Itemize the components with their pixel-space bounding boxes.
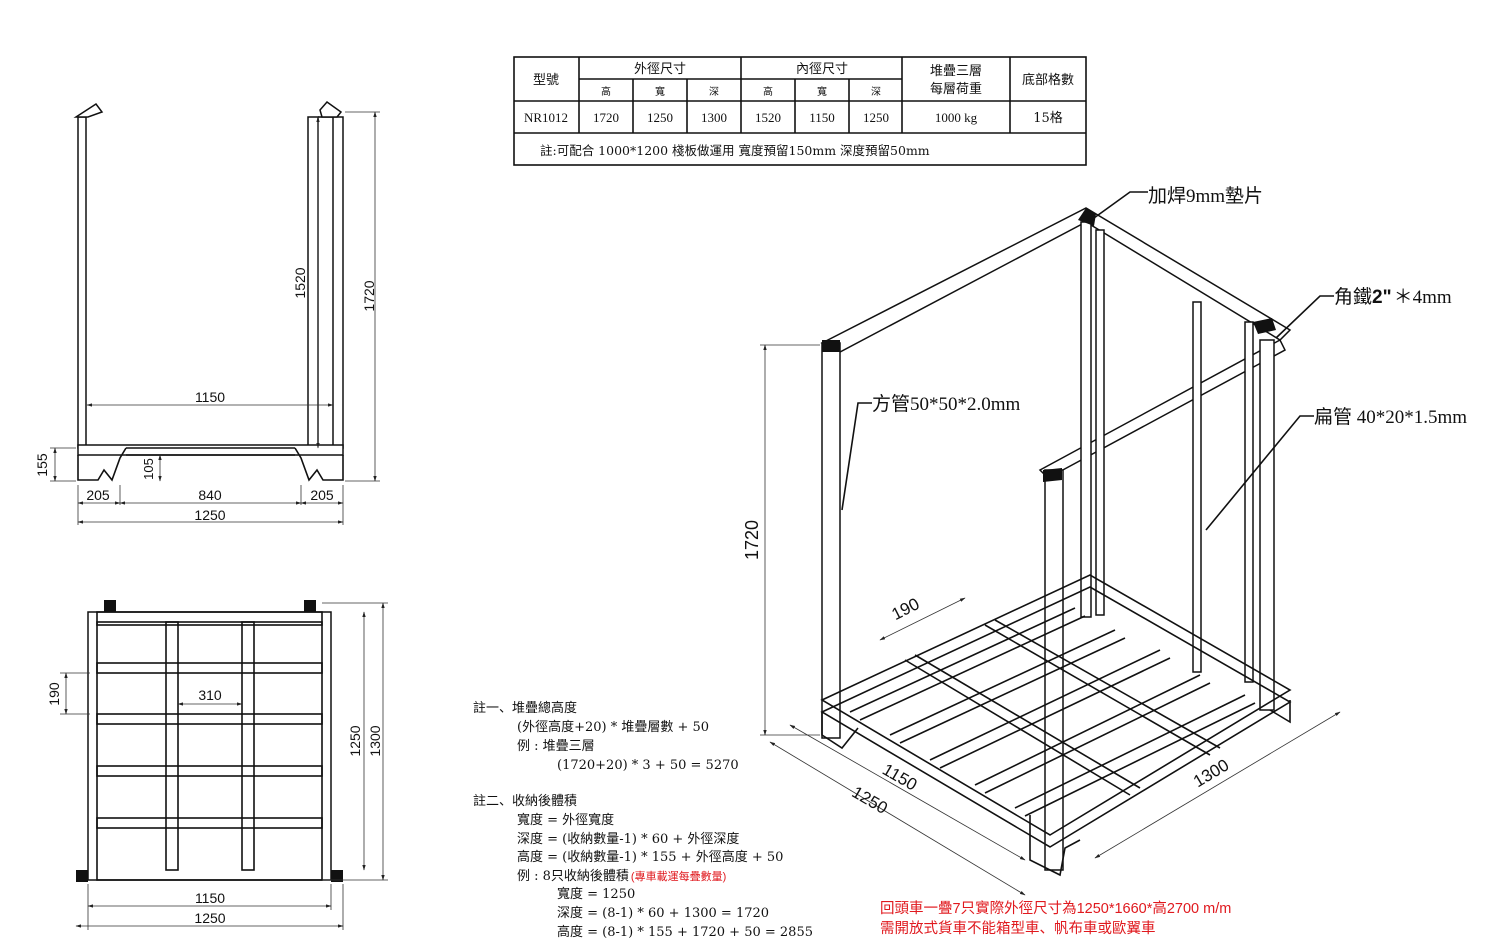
table-cell-inner-d: 1250 <box>863 110 889 125</box>
table-sub-outer-h: 高 <box>601 85 611 98</box>
front-dim-1250: 1250 <box>194 507 225 523</box>
table-sub-inner-h: 高 <box>763 85 773 98</box>
notes: 註一、堆疊總高度 (外徑高度+20) * 堆疊層數 + 50 例 : 堆疊三層 … <box>473 700 813 940</box>
spec-table: 型號 外徑尺寸 內徑尺寸 堆疊三層 每層荷重 底部格數 高 寬 深 高 寬 深 … <box>513 56 1087 166</box>
iso-dim-190: 190 <box>889 594 923 624</box>
table-header-outer: 外徑尺寸 <box>634 62 686 77</box>
note1-line1: (外徑高度+20) * 堆疊層數 + 50 <box>517 719 709 735</box>
plan-dim-310: 310 <box>198 687 222 703</box>
label-flat-tube: 扁管 40*20*1.5mm <box>1314 406 1467 428</box>
note2-line1: 寬度 = 外徑寬度 <box>517 812 614 828</box>
table-cell-inner-w: 1150 <box>809 110 835 125</box>
note2-line4: 例 : 8只收納後體積(專車載運每疊數量) <box>517 869 726 884</box>
front-dim-1520: 1520 <box>292 267 308 298</box>
iso-dim-1300: 1300 <box>1190 755 1232 791</box>
table-cell-grid: 15格 <box>1033 110 1063 126</box>
front-dim-205-left: 205 <box>86 487 110 503</box>
plan-dim-1250-v: 1250 <box>347 725 363 756</box>
front-view: 1150 1520 1720 155 105 205 840 205 1250 <box>34 100 380 525</box>
front-dim-1150: 1150 <box>195 389 225 405</box>
table-sub-outer-d: 深 <box>709 86 719 98</box>
table-header-model: 型號 <box>533 73 559 88</box>
isometric-view: 1720 190 1150 1250 1300 加焊9mm墊片 角鐵2"＊4mm… <box>742 185 1467 896</box>
table-cell-outer-h: 1720 <box>593 110 619 125</box>
table-sub-outer-w: 寬 <box>655 85 665 98</box>
plan-view: 190 310 1250 1300 1150 1250 <box>46 600 388 930</box>
label-angle-iron: 角鐵2"＊4mm <box>1334 286 1452 308</box>
table-header-load-2: 每層荷重 <box>930 81 982 97</box>
table-note: 註:可配合 1000*1200 棧板做運用 寬度預留150mm 深度預留50mm <box>540 143 930 158</box>
front-dim-155: 155 <box>34 453 50 477</box>
table-cell-inner-h: 1520 <box>755 110 781 125</box>
plan-dim-190: 190 <box>46 682 62 706</box>
table-header-inner: 內徑尺寸 <box>796 62 848 77</box>
label-weld-pad: 加焊9mm墊片 <box>1148 185 1263 207</box>
note2-title: 註二、收納後體積 <box>473 794 577 809</box>
table-cell-model: NR1012 <box>524 110 568 125</box>
label-square-tube: 方管50*50*2.0mm <box>872 393 1021 415</box>
iso-dim-1250: 1250 <box>849 783 891 818</box>
transport-notes: 回頭車一疊7只實際外徑尺寸為1250*1660*高2700 m/m 需開放式貨車… <box>880 899 1231 937</box>
front-dim-1720: 1720 <box>361 280 377 311</box>
table-cell-outer-w: 1250 <box>647 110 673 125</box>
note2-line5: 寬度 = 1250 <box>557 886 635 902</box>
transport-note-line2: 需開放式貨車不能箱型車、帆布車或歐翼車 <box>880 920 1156 937</box>
front-dim-840: 840 <box>198 487 222 503</box>
front-dim-205-right: 205 <box>310 487 334 503</box>
note1-line3: (1720+20) * 3 + 50 = 5270 <box>557 758 739 773</box>
note2-line6: 深度 = (8-1) * 60 + 1300 = 1720 <box>557 905 769 921</box>
note1-line2: 例 : 堆疊三層 <box>517 739 595 754</box>
note2-line2: 深度 = (收納數量-1) * 60 + 外徑深度 <box>517 831 739 847</box>
note1-title: 註一、堆疊總高度 <box>473 700 577 716</box>
front-dim-105: 105 <box>141 458 156 480</box>
table-header-grid: 底部格數 <box>1022 72 1074 88</box>
table-cell-outer-d: 1300 <box>701 110 727 125</box>
iso-dim-1150: 1150 <box>879 760 920 795</box>
iso-top-rail <box>820 207 1292 353</box>
iso-dim-1720: 1720 <box>742 520 762 560</box>
table-header-load-1: 堆疊三層 <box>930 64 982 79</box>
table-cell-load: 1000 kg <box>935 110 978 125</box>
table-border <box>513 56 1087 166</box>
table-sub-inner-d: 深 <box>871 86 881 98</box>
plan-dim-1150: 1150 <box>195 890 225 906</box>
transport-note-line1: 回頭車一疊7只實際外徑尺寸為1250*1660*高2700 m/m <box>880 899 1231 917</box>
note2-line7: 高度 = (8-1) * 155 + 1720 + 50 = 2855 <box>557 924 813 940</box>
note2-line3: 高度 = (收納數量-1) * 155 + 外徑高度 + 50 <box>517 849 783 865</box>
plan-dim-1300: 1300 <box>367 725 383 756</box>
plan-dim-1250-h: 1250 <box>194 910 225 926</box>
table-sub-inner-w: 寬 <box>817 85 827 98</box>
